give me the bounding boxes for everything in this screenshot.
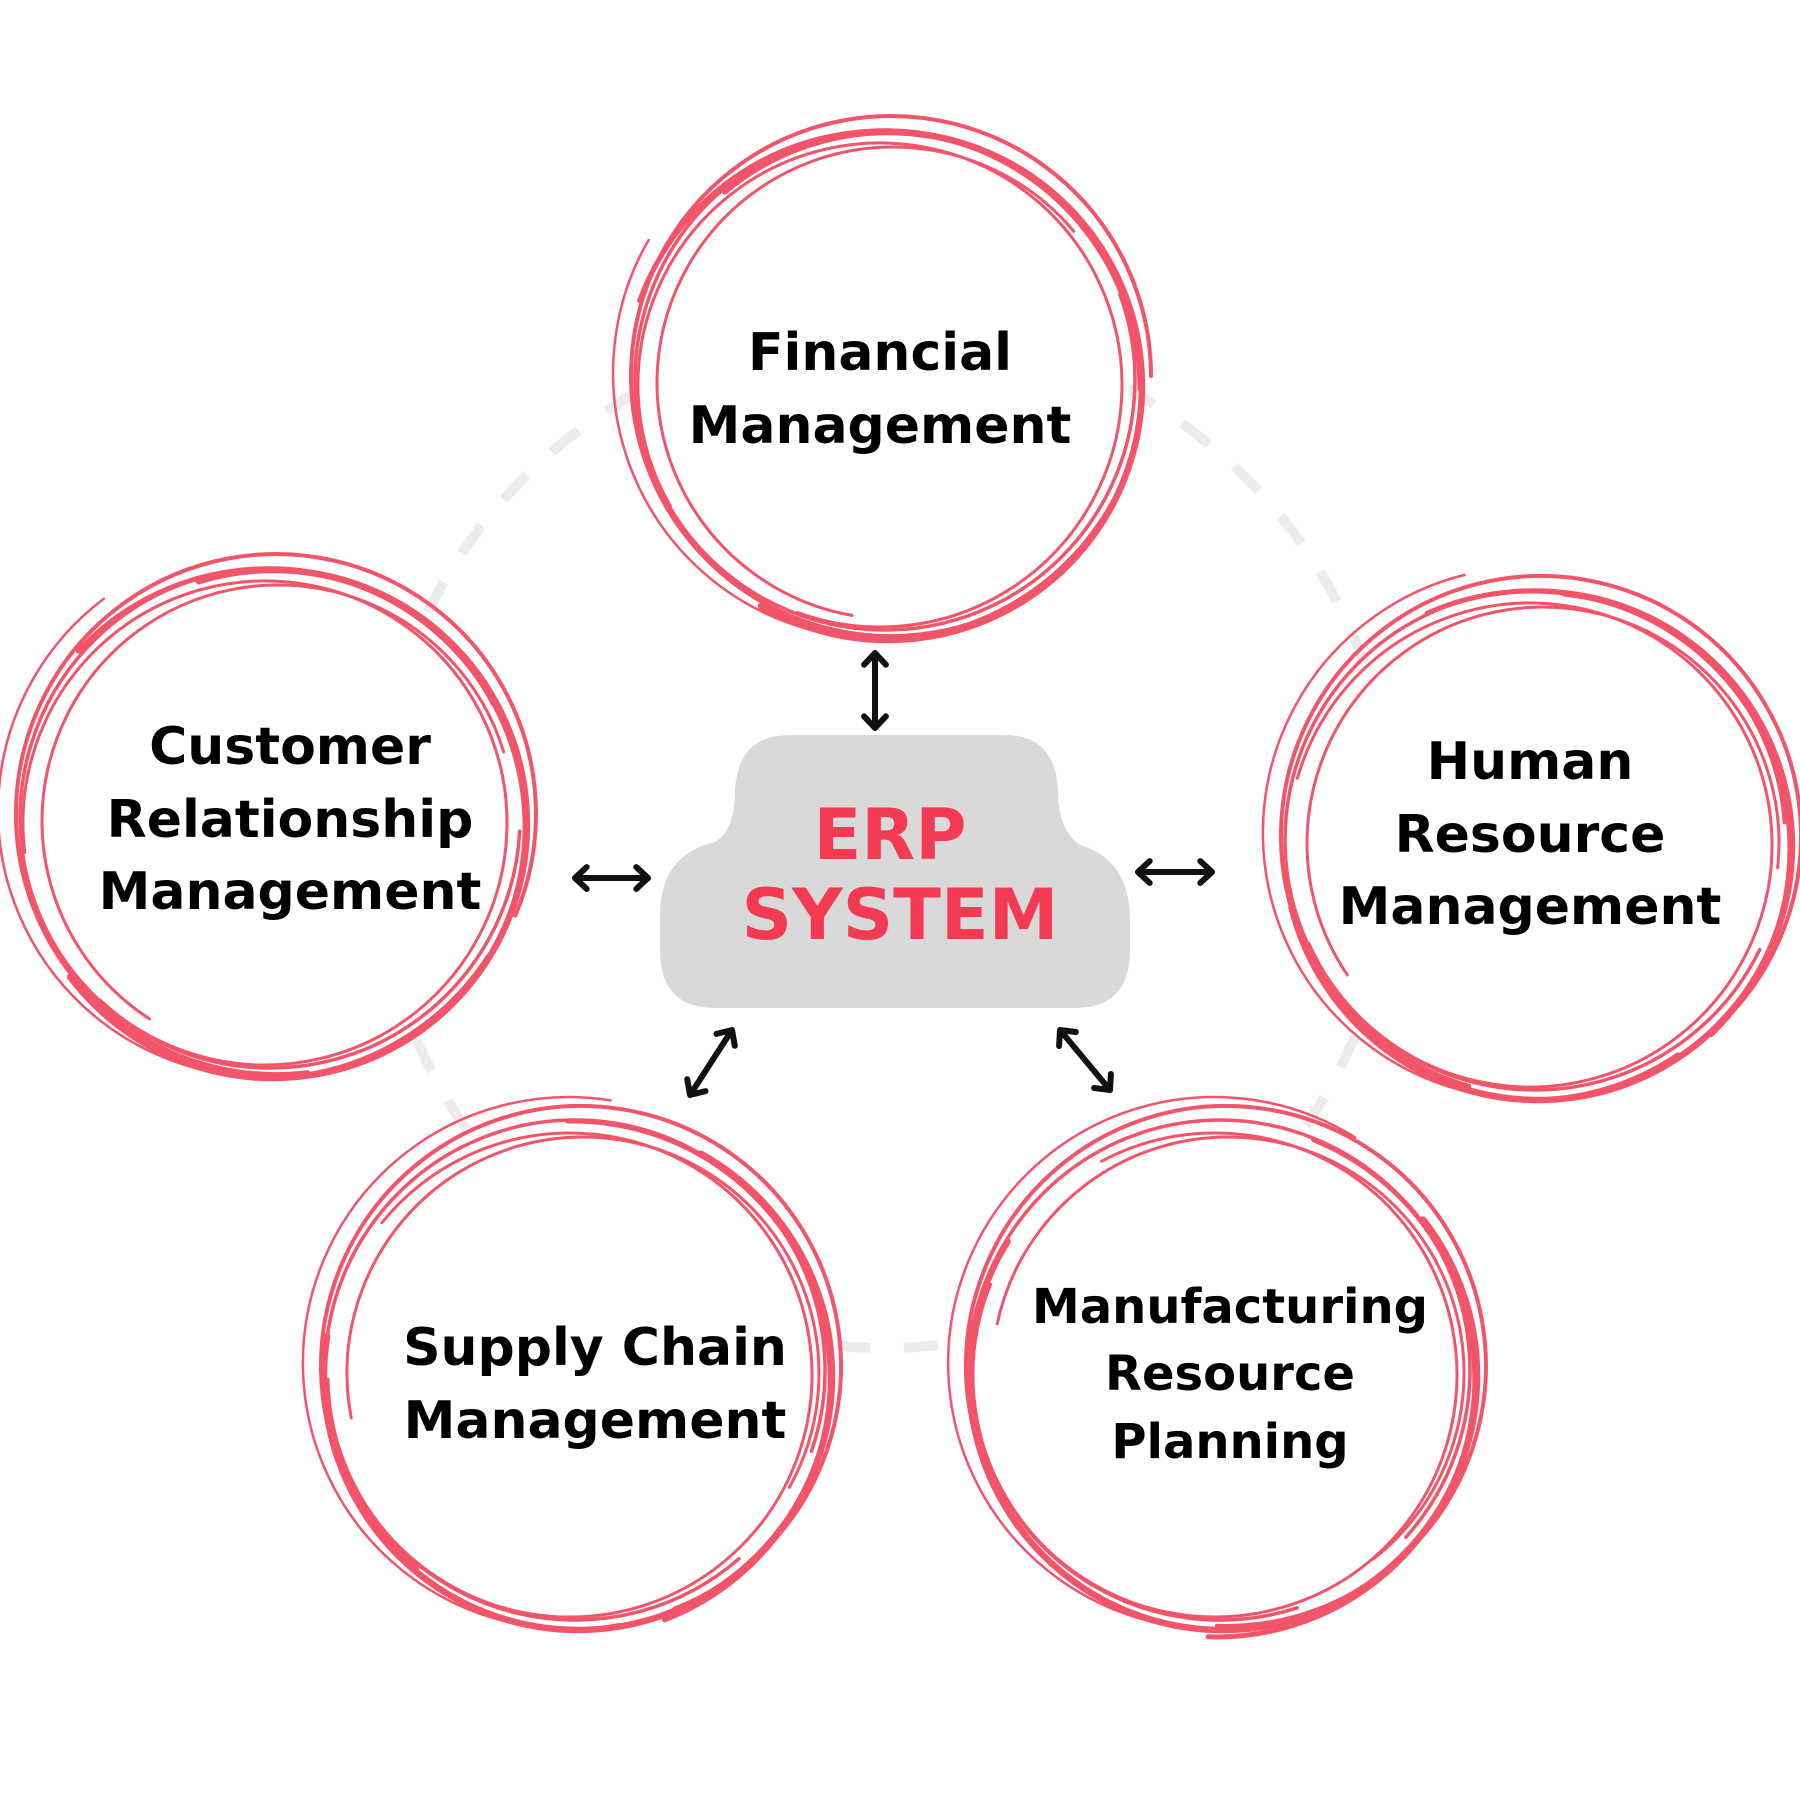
scribble-circle-customer [0,552,538,1082]
node-label-line: Resource [1394,804,1666,865]
node-label-line: Management [1338,877,1722,938]
node-manufacturing-resource-planning: Manufacturing Resource Planning [970,1255,1490,1495]
arrow-center-financial double-headed-arrow-icon [861,650,889,731]
scribble-stroke [1424,588,1793,1038]
node-label-line: Resource [1105,1346,1355,1403]
node-label-line: Management [688,396,1072,456]
circle-background [976,1126,1464,1614]
scribble-stroke [326,1131,814,1619]
scribble-circle-financial [611,114,1153,644]
arrow-path [572,864,651,892]
scribble-stroke [637,128,1143,392]
node-supply-chain-management: Supply Chain Management [330,1285,860,1485]
erp-title-line1: ERP [813,793,967,876]
scribble-stroke [75,566,528,931]
scribble-stroke [345,1135,821,1489]
node-label-line: Planning [1111,1413,1349,1470]
node-label-line: Customer [149,716,431,777]
scribble-stroke [1295,601,1774,1089]
node-human-resource-management: Human Resource Management [1265,705,1795,965]
arrow-path [1056,1027,1114,1093]
scribble-stroke [565,1118,833,1623]
node-financial-management: Financial Management [600,290,1160,490]
scribble-circle-manufacturing [946,1095,1488,1640]
scribble-stroke [655,145,1076,617]
node-label-line: Relationship [106,789,474,850]
arrow-path [861,650,889,731]
erp-cloud-shape [660,735,1130,1008]
scribble-stroke [611,238,1143,640]
scribble-stroke [995,1135,1466,1561]
circle-background [331,1126,819,1614]
arrow-path [1135,858,1215,886]
circle-background [26,574,514,1062]
scribble-stroke [301,1095,622,1631]
scribble-stroke [946,1095,1357,1625]
node-label-line: Supply Chain [403,1318,787,1379]
erp-system-title: ERP SYSTEM [665,765,1135,985]
scribble-stroke [1305,605,1781,977]
node-label-line: Manufacturing [1032,1279,1428,1336]
node-label-line: Management [403,1391,787,1451]
scribble-circle-human [1261,573,1800,1104]
erp-title-line2: SYSTEM [741,874,1059,956]
node-label-line: Financial [747,323,1013,384]
scribble-stroke [1205,1137,1478,1640]
circle-background [1291,596,1779,1084]
scribble-circle-supply [301,1095,843,1634]
arrow-center-customer double-headed-arrow-icon [572,864,651,892]
scribble-stroke [21,579,509,1067]
scribble-stroke [0,597,489,1079]
arrow-center-human double-headed-arrow-icon [1135,858,1215,886]
arrow-center-manufacturing double-headed-arrow-icon [1056,1027,1114,1093]
arrow-center-supply double-headed-arrow-icon [684,1027,738,1098]
scribble-stroke [40,583,506,1021]
scribble-stroke [13,552,538,1076]
scribble-stroke [1261,573,1679,1101]
arrow-path [684,1027,738,1098]
circle-background [641,136,1129,624]
node-customer-relationship-management: Customer Relationship Management [20,690,560,950]
scribble-stroke [636,141,1124,629]
node-label-line: Human [1426,731,1634,792]
node-label-line: Management [98,862,482,923]
